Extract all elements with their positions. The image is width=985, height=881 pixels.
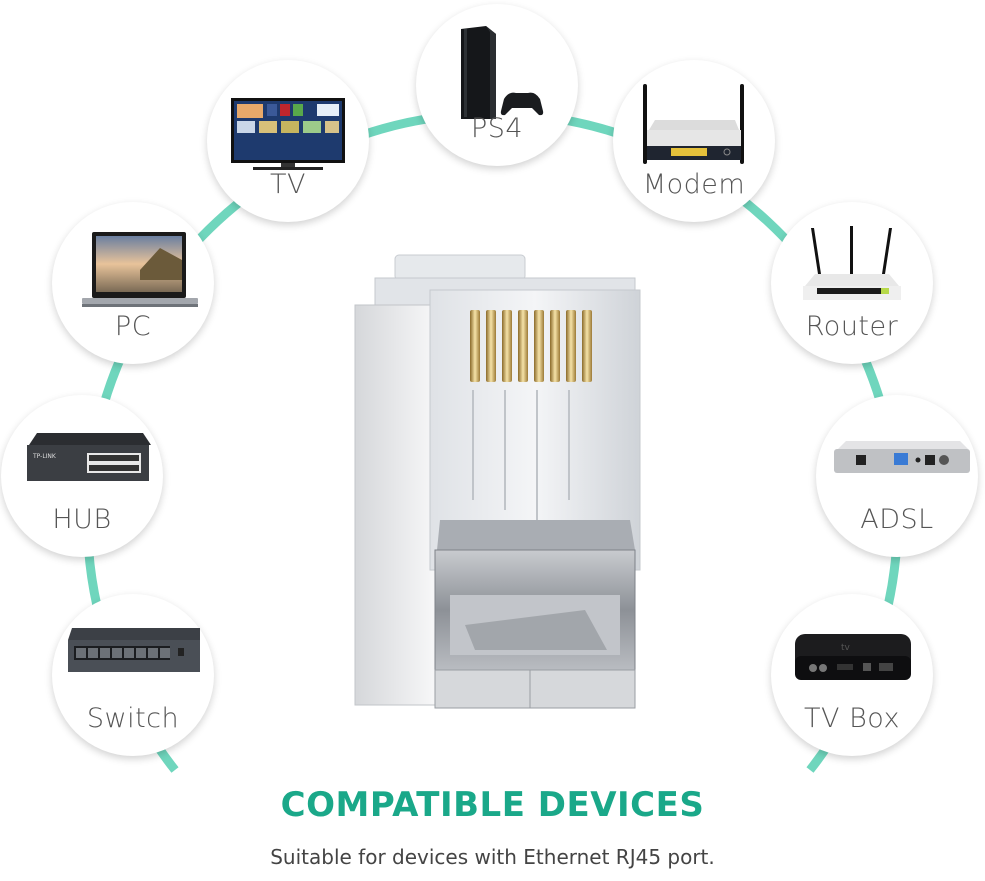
device-ps4: PS4 xyxy=(416,4,578,166)
adsl-icon xyxy=(834,441,970,473)
device-pc: PC xyxy=(52,202,214,364)
device-label: TV xyxy=(270,169,306,200)
svg-text:TP-LINK: TP-LINK xyxy=(32,453,57,460)
hub-icon: TP-LINK xyxy=(27,433,151,481)
switch-icon xyxy=(68,628,200,672)
device-label: Router xyxy=(805,311,899,342)
device-hub: TP-LINK HUB xyxy=(1,395,163,557)
section-title: COMPATIBLE DEVICES xyxy=(280,785,705,825)
device-label: Switch xyxy=(86,703,180,734)
device-adsl: ADSL xyxy=(816,395,978,557)
device-label: TV Box xyxy=(804,703,900,734)
rj45-connector-image xyxy=(354,254,641,709)
router-icon xyxy=(803,226,901,300)
svg-text:tv: tv xyxy=(841,643,851,653)
contact-pins xyxy=(470,310,592,382)
device-router: Router xyxy=(771,202,933,364)
section-subtitle: Suitable for devices with Ethernet RJ45 … xyxy=(270,845,715,869)
device-label: HUB xyxy=(52,504,112,535)
device-tv: TV xyxy=(207,60,369,222)
device-label: ADSL xyxy=(860,504,934,535)
game-console-icon xyxy=(461,26,544,119)
tv-box-icon: tv xyxy=(795,634,911,680)
smart-tv-icon xyxy=(231,98,345,170)
device-label: PS4 xyxy=(470,113,524,144)
device-switch: Switch xyxy=(52,594,214,756)
laptop-icon xyxy=(82,232,198,307)
device-tv-box: tv TV Box xyxy=(771,594,933,756)
device-label: Modem xyxy=(642,169,746,200)
device-label: PC xyxy=(114,311,152,342)
device-modem: Modem xyxy=(613,60,775,222)
modem-icon xyxy=(643,84,744,164)
